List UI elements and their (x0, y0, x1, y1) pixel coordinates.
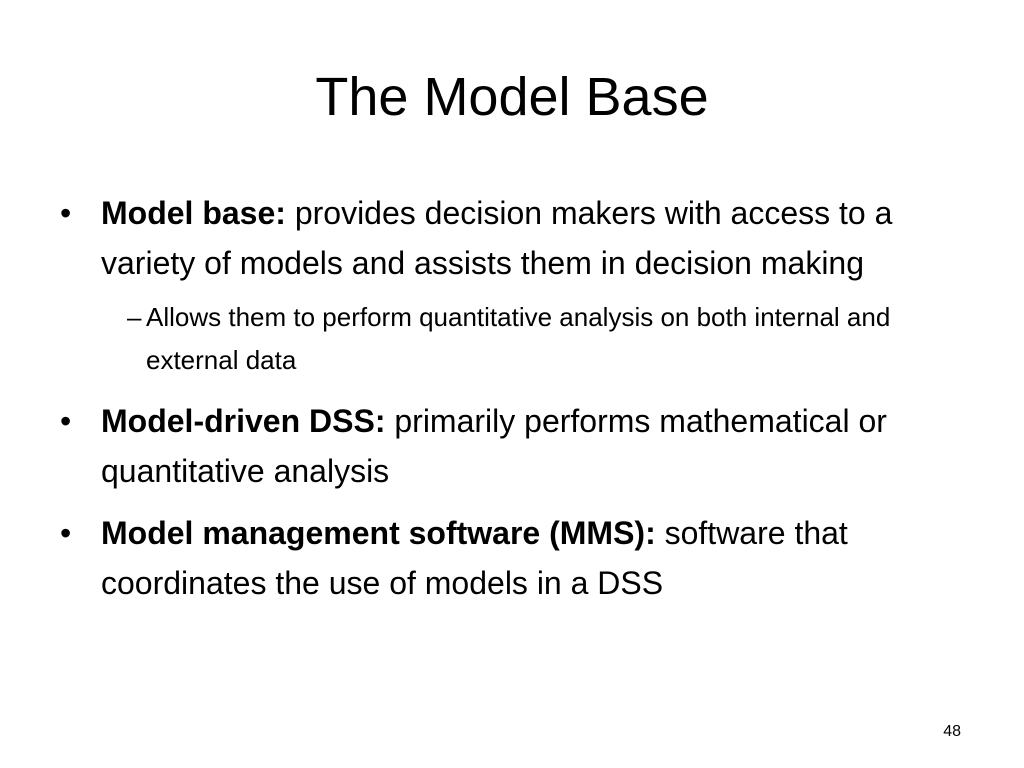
sub-bullet-marker: – (127, 302, 142, 332)
bullet-term: Model management software (MMS): (101, 515, 656, 551)
bullet-text: provides decision makers with access to … (101, 195, 893, 281)
bullet-marker: • (60, 515, 72, 551)
bullet-text: software that coordinates the use of mod… (101, 515, 848, 601)
slide-content: • Model base: provides decision makers wi… (60, 188, 960, 620)
bullet-model-management-software: • Model management software (MMS): softwa… (60, 508, 960, 608)
sub-bullet-quantitative-analysis: –Allows them to perform quantitative ana… (127, 296, 960, 382)
slide-title: The Model Base (315, 67, 709, 127)
bullet-model-driven-dss: • Model-driven DSS: primarily performs ma… (60, 396, 960, 496)
bullet-marker: • (60, 403, 72, 439)
bullet-model-base: • Model base: provides decision makers wi… (60, 188, 960, 288)
bullet-marker: • (60, 195, 72, 231)
bullet-text: primarily performs mathematical or quant… (101, 403, 887, 489)
bullet-term: Model base: (101, 195, 286, 231)
page-number: 48 (943, 723, 961, 740)
sub-bullet-text: Allows them to perform quantitative anal… (146, 302, 891, 375)
bullet-term: Model-driven DSS: (101, 403, 386, 439)
